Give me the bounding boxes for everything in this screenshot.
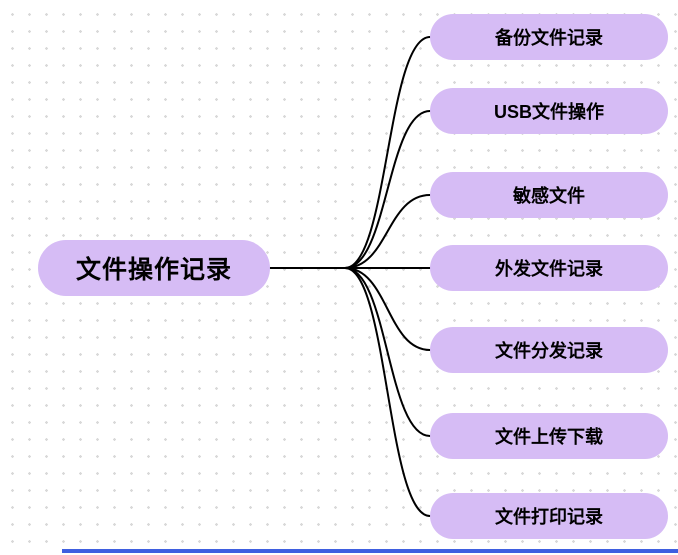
branch-node-label: 敏感文件 [513,186,585,206]
branch-line [344,36,431,269]
root-node-label: 文件操作记录 [75,256,232,284]
branch-node-print-records[interactable]: 文件打印记录 [430,493,668,539]
branch-node-label: 文件打印记录 [495,507,603,527]
branch-line [344,267,431,437]
branch-node-label: USB文件操作 [493,102,604,122]
branch-node-outgoing-records[interactable]: 外发文件记录 [430,245,668,291]
branch-node-distribution-records[interactable]: 文件分发记录 [430,327,668,373]
branch-line [344,267,431,351]
branch-node-backup-records[interactable]: 备份文件记录 [430,14,668,60]
branch-node-upload-download[interactable]: 文件上传下载 [430,413,668,459]
branch-line [344,194,431,269]
branch-node-sensitive-files[interactable]: 敏感文件 [430,172,668,218]
branch-node-usb-operations[interactable]: USB文件操作 [430,88,668,134]
branch-node-label: 外发文件记录 [495,259,603,279]
branch-line [344,110,431,269]
branch-node-label: 文件分发记录 [495,341,603,361]
branch-line [344,267,431,517]
bottom-edge-line [62,549,678,553]
root-node[interactable]: 文件操作记录 [38,240,270,296]
branch-node-label: 备份文件记录 [495,28,603,48]
branch-node-label: 文件上传下载 [495,427,603,447]
